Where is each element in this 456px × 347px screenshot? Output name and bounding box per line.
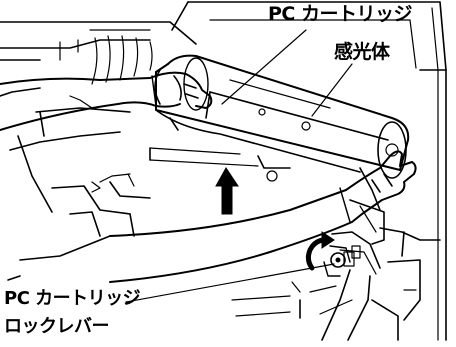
leader-pc-cartridge-top bbox=[221, 29, 307, 105]
drum-label: 感光体 bbox=[334, 41, 390, 63]
up-arrow-icon bbox=[215, 167, 239, 215]
chassis-rails bbox=[7, 95, 291, 281]
machine-frame bbox=[171, 1, 447, 341]
upper-arm bbox=[0, 71, 213, 131]
leader-drum bbox=[311, 63, 353, 117]
lock-lever-label-line2: ロックレバー bbox=[4, 316, 110, 337]
leader-lock-lever bbox=[125, 263, 335, 303]
rotate-arrow-icon bbox=[305, 231, 335, 271]
leader-lines bbox=[125, 29, 353, 303]
pc-cartridge-label: PC カートリッジ bbox=[268, 3, 412, 25]
lock-lever-label-line1: PC カートリッジ bbox=[4, 288, 141, 309]
lock-lever-area bbox=[231, 199, 441, 341]
upper-left-housing bbox=[0, 21, 197, 97]
lower-arm bbox=[109, 150, 417, 283]
